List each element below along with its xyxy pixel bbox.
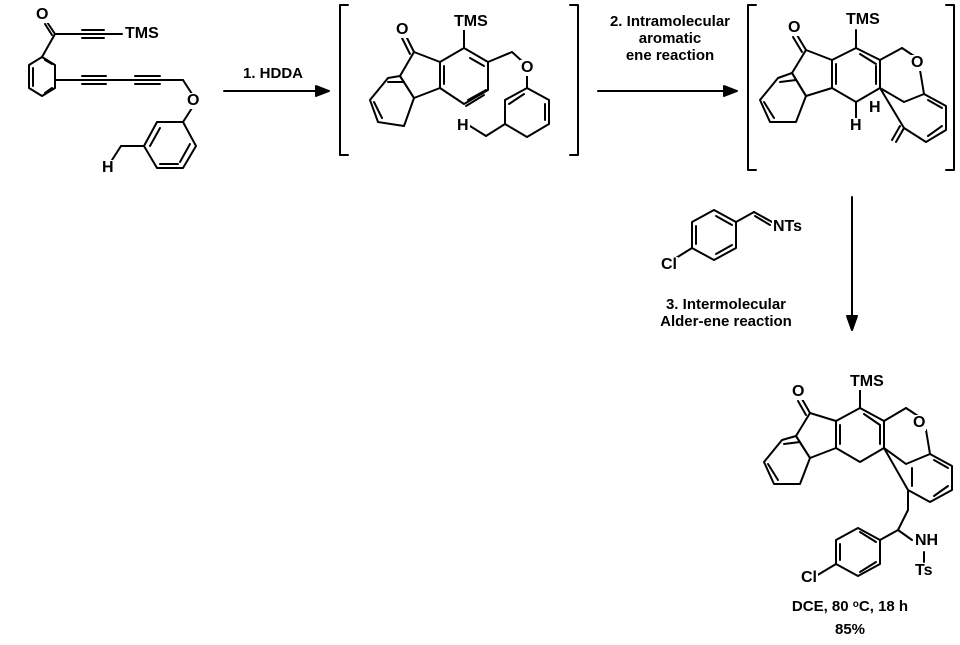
- step-1-label: 1. HDDA: [242, 65, 303, 82]
- step-2-label: 2. Intramolecular aromatic ene reaction: [596, 13, 744, 64]
- conditions-temperature-unit: C: [858, 598, 870, 615]
- imine-nts-label: NTs: [772, 218, 804, 235]
- int2-methine-hydrogen: H: [868, 99, 882, 116]
- product-ts-label: Ts: [914, 562, 934, 579]
- reaction-yield: 85%: [834, 621, 866, 638]
- sm-carbonyl-oxygen: O: [35, 6, 50, 23]
- intermediate-2-structure: [759, 29, 947, 143]
- conditions-solvent: DCE: [791, 598, 824, 615]
- int2-aryl-hydrogen: H: [849, 117, 863, 134]
- product-ether-oxygen: O: [912, 414, 927, 431]
- product-structure: [763, 389, 953, 577]
- step-3-label: 3. Intermolecular Alder-ene reaction: [628, 296, 824, 330]
- starting-material-structure: [28, 21, 197, 169]
- conditions-time: 18 h: [878, 598, 909, 615]
- int1-transfer-hydrogen: H: [456, 117, 470, 134]
- product-nh-label: NH: [914, 532, 940, 549]
- step-3-label-line-2: Alder-ene reaction: [660, 313, 792, 330]
- step-2-label-line-2: aromatic: [638, 30, 702, 47]
- product-tms-label: TMS: [849, 373, 885, 390]
- int1-ether-oxygen: O: [520, 59, 535, 76]
- int2-carbonyl-oxygen: O: [787, 19, 802, 36]
- sm-ether-oxygen: O: [186, 92, 201, 109]
- int1-carbonyl-oxygen: O: [395, 21, 410, 38]
- intermediate-1-structure: [369, 29, 550, 138]
- reaction-conditions: DCE, 80 oC, 18 h: [791, 598, 909, 615]
- step-3-label-line-1: 3. Intermolecular: [665, 296, 787, 313]
- step-2-label-line-3: ene reaction: [625, 47, 715, 64]
- imine-reagent-structure: [675, 209, 773, 261]
- product-carbonyl-oxygen: O: [791, 383, 806, 400]
- int1-tms-label: TMS: [453, 13, 489, 30]
- int2-ether-oxygen: O: [910, 54, 925, 71]
- int2-tms-label: TMS: [845, 11, 881, 28]
- conditions-temperature: 80: [831, 598, 849, 615]
- sm-benzylic-hydrogen: H: [101, 159, 115, 176]
- product-chloro-label: Cl: [800, 569, 818, 586]
- sm-tms-label: TMS: [124, 25, 160, 42]
- step-2-label-line-1: 2. Intramolecular: [609, 13, 731, 30]
- step-1-arrow: [224, 84, 330, 98]
- imine-chloro-label: Cl: [660, 256, 678, 273]
